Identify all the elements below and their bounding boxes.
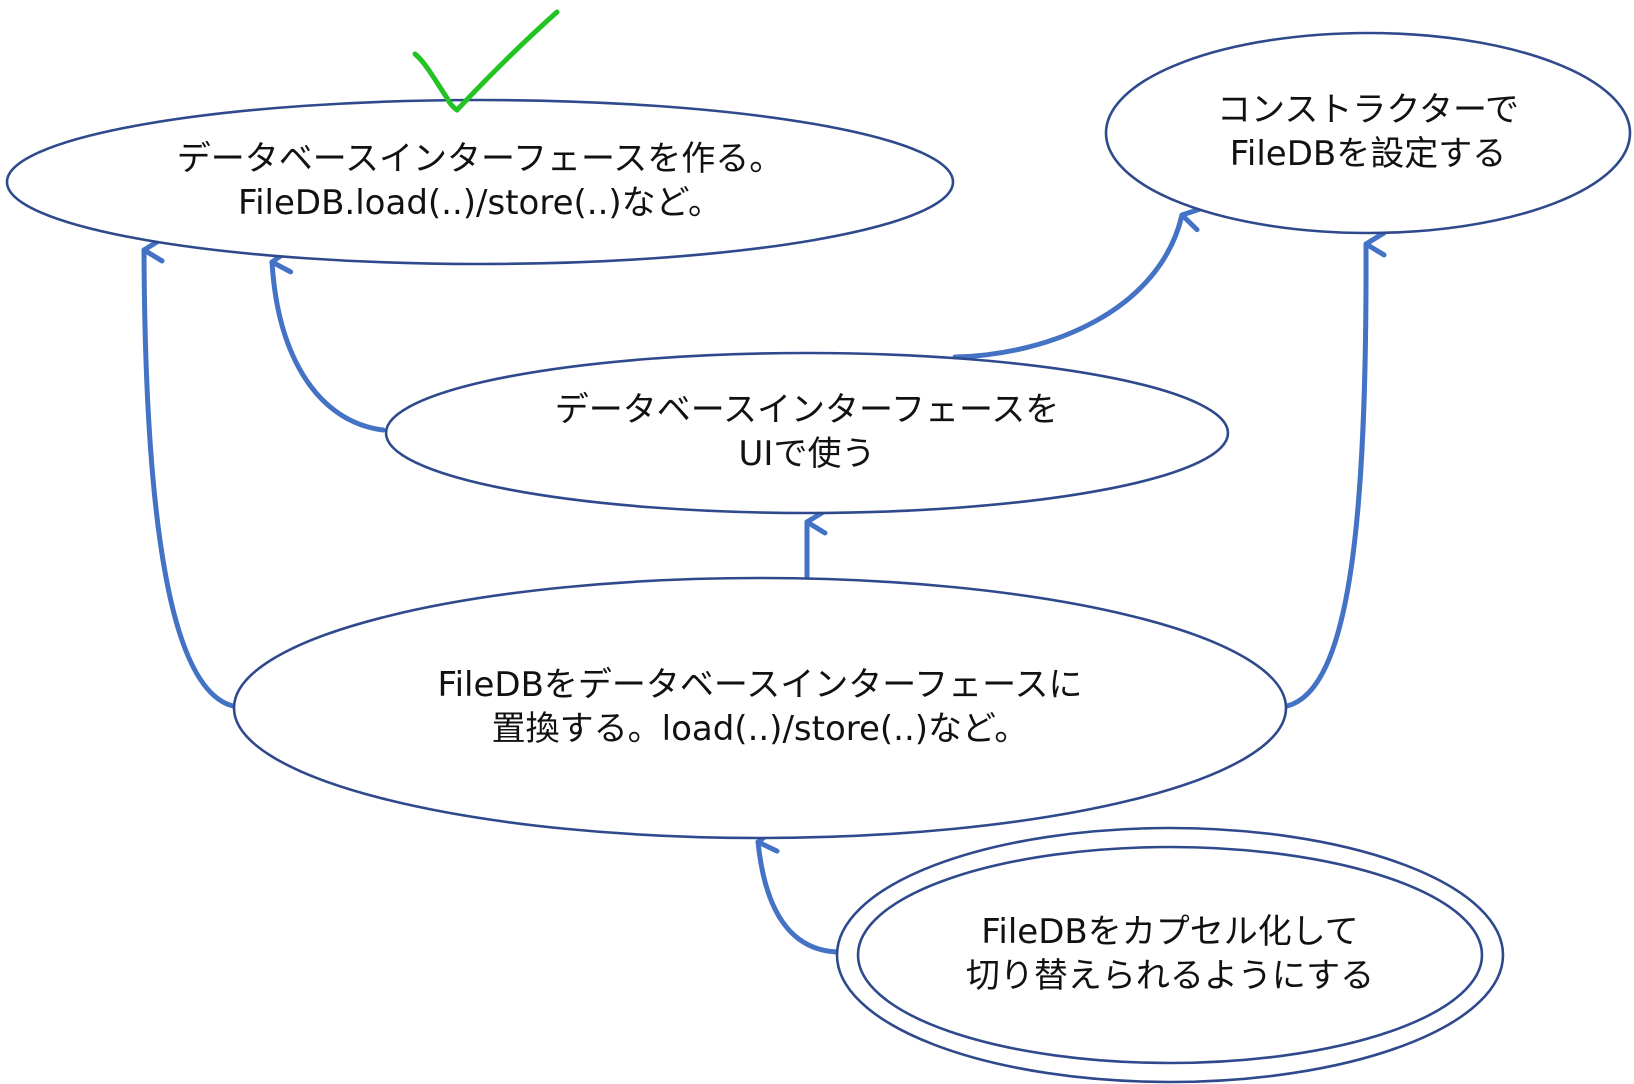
edges (141, 205, 1387, 955)
node-use-ui-line2: UIで使う (739, 434, 876, 474)
check-mark-icon (412, 9, 560, 113)
node-replace-line2: 置換する。load(..)/store(..)など。 (492, 709, 1029, 749)
node-replace: FileDBをデータベースインターフェースに 置換する。load(..)/sto… (232, 576, 1288, 840)
node-constructor-line1: コンストラクターで (1217, 90, 1519, 130)
node-constructor: コンストラクターで FileDBを設定する (1104, 31, 1632, 235)
edge-replace-to-constructor (1284, 230, 1387, 709)
node-goal-line2: FileDB.load(..)/store(..)など。 (238, 183, 722, 223)
edge-replace-to-goal (141, 236, 236, 709)
edge-use-ui-to-goal (269, 247, 386, 433)
node-goal: データベースインターフェースを作る。 FileDB.load(..)/store… (5, 98, 955, 266)
node-use-ui-line1: データベースインターフェースを (555, 390, 1060, 430)
edge-use-ui-to-constructor (952, 205, 1205, 360)
node-use-ui: データベースインターフェースを UIで使う (384, 351, 1230, 515)
node-encapsulate-line1: FileDBをカプセル化して (981, 912, 1358, 952)
node-replace-line1: FileDBをデータベースインターフェースに (438, 665, 1083, 705)
node-encapsulate: FileDBをカプセル化して 切り替えられるようにする (835, 826, 1505, 1084)
node-goal-line1: データベースインターフェースを作る。 (177, 139, 784, 179)
edge-encapsulate-to-replace (755, 826, 840, 955)
node-encapsulate-line2: 切り替えられるようにする (966, 956, 1374, 996)
node-constructor-line2: FileDBを設定する (1230, 134, 1506, 174)
